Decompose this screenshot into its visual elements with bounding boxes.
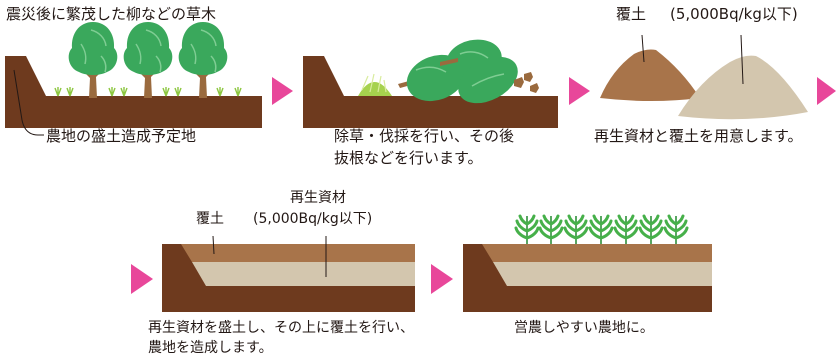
step3-label-cover: 覆土 [616,5,647,23]
crop-seedling-icon [638,214,664,246]
willow-tree-icon [122,21,174,99]
step4-label-limit: (5,000Bq/kg以下) [253,211,373,227]
step-arrow-icon [272,77,293,105]
step4-label-material: 再生資材 [290,190,346,206]
recycled-material-layer [493,262,712,286]
crop-seedling-icon [538,214,564,246]
label-leader-line [641,34,645,63]
soil-cross-section [5,56,262,128]
step-arrow-icon [131,264,153,294]
step-arrow-icon [817,77,836,105]
cover-soil-pile [600,49,700,101]
step4-caption-line1: 再生資材を盛土し、その上に覆土を行い、 [148,320,414,336]
uprooted-stump-icon [512,72,539,93]
crop-seedling-icon [588,214,614,246]
cut-grass-pile-icon [358,73,392,96]
soil-cross-section [303,56,558,128]
panel-overgrown-land [5,21,262,136]
recycled-material-pile [678,55,808,120]
label-leader-line [212,235,215,255]
panel-weeding-felling [303,39,558,128]
cover-soil-layer [181,244,415,262]
panel-embankment [162,235,415,312]
callout-leader-line [13,69,44,136]
step5-caption: 営農しやすい農地に。 [514,320,654,336]
label-leader-line [740,34,744,85]
step3-label-limit: (5,000Bq/kg以下) [670,5,798,23]
cover-soil-layer [482,244,712,262]
crop-seedling-icon [563,214,589,246]
crop-seedling-icon [663,214,689,246]
step-arrow-icon [569,77,590,105]
crop-seedling-icon [514,214,540,246]
panel-farmland-complete [463,214,712,312]
step3-caption: 再生資材と覆土を用意します。 [594,127,803,145]
willow-tree-icon [177,21,229,99]
crop-seedling-icon [613,214,639,246]
felled-tree-icon [458,56,518,104]
panel-prepare-materials [600,34,808,120]
step1-caption-top: 震災後に繁茂した柳などの草木 [6,5,217,23]
recycled-material-layer [192,262,415,286]
step-arrow-icon [431,264,453,294]
grass-tufts [54,87,242,97]
willow-tree-icon [67,21,119,99]
step4-caption-line2: 農地を造成します。 [148,340,273,356]
step2-caption-line1: 除草・伐採を行い、その後 [334,127,515,145]
step1-caption-bottom: 農地の盛土造成予定地 [46,127,197,145]
step2-caption-line2: 抜根などを行います。 [334,149,483,167]
step4-label-cover: 覆土 [196,211,224,227]
